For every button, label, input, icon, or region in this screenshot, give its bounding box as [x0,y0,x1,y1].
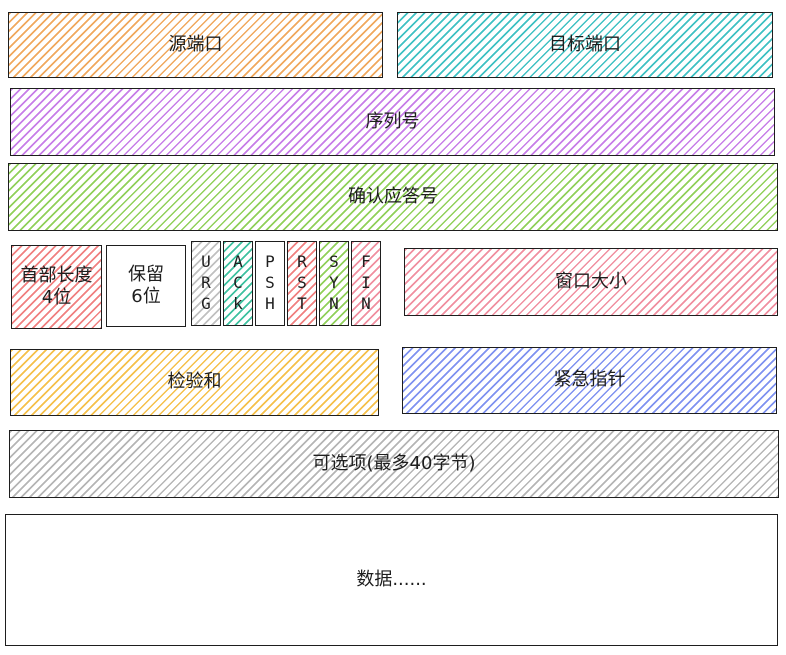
sequence-number-label: 序列号 [365,110,420,132]
flag-syn-letter-3: N [329,293,339,313]
flag-fin-letter-1: F [361,252,371,272]
header-length-label: 首部长度 4位 [20,264,93,309]
flag-urg-letter-1: U [201,252,211,272]
reserved-field: 保留 6位 [106,245,186,327]
source-port-field: 源端口 [8,12,383,78]
flag-urg-letter-2: R [201,273,211,293]
flag-fin: F I N [351,241,381,326]
flag-ack-letter-3: k [233,293,243,313]
flag-rst-letter-1: R [297,252,307,272]
flag-psh-letter-3: H [265,293,275,313]
data-field: 数据...... [5,514,778,646]
source-port-label: 源端口 [168,33,223,55]
destination-port-field: 目标端口 [397,12,773,78]
checksum-field: 检验和 [10,349,379,416]
flag-syn: S Y N [319,241,349,326]
flag-fin-letter-2: I [361,273,371,293]
flag-fin-letter-3: N [361,293,371,313]
flag-psh-letter-1: P [265,252,275,272]
options-field: 可选项(最多40字节) [9,430,779,498]
window-size-label: 窗口大小 [555,270,627,292]
flag-syn-letter-1: S [329,252,339,272]
flag-urg-letter-3: G [201,293,211,313]
destination-port-label: 目标端口 [549,33,621,55]
ack-number-label: 确认应答号 [348,185,438,207]
checksum-label: 检验和 [167,371,222,393]
data-label: 数据...... [356,568,427,590]
sequence-number-field: 序列号 [10,88,775,156]
options-label: 可选项(最多40字节) [312,452,476,474]
flag-rst: R S T [287,241,317,326]
flag-ack-letter-2: C [233,273,243,293]
flag-rst-letter-3: T [297,293,307,313]
reserved-label: 保留 6位 [128,263,164,308]
ack-number-field: 确认应答号 [8,163,778,231]
header-length-field: 首部长度 4位 [11,245,102,329]
flag-psh-letter-2: S [265,273,275,293]
flag-ack: A C k [223,241,253,326]
flag-urg: U R G [191,241,221,326]
flag-syn-letter-2: Y [329,273,339,293]
window-size-field: 窗口大小 [404,248,778,316]
urgent-pointer-label: 紧急指针 [553,369,626,391]
flag-rst-letter-2: S [297,273,307,293]
flag-psh: P S H [255,241,285,326]
urgent-pointer-field: 紧急指针 [402,347,777,414]
flag-ack-letter-1: A [233,252,243,272]
